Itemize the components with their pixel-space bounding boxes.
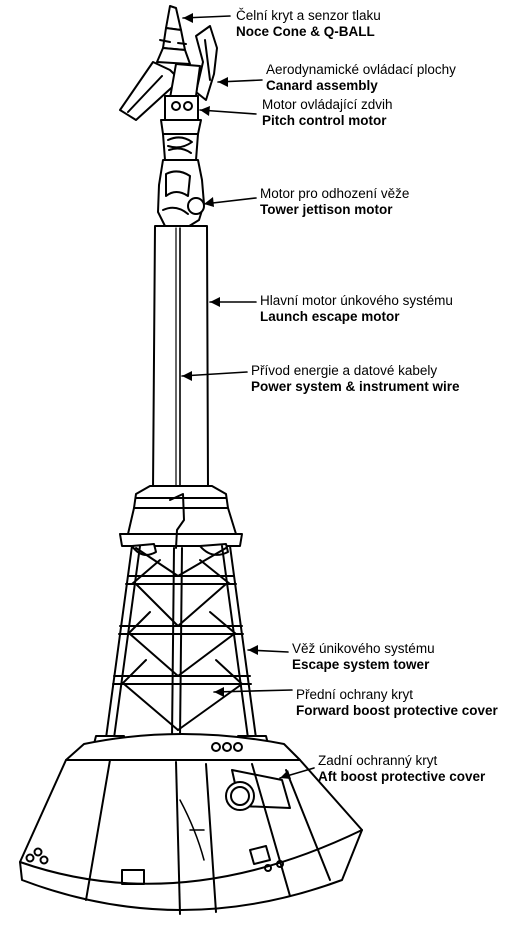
label-aft-cover-en: Aft boost protective cover bbox=[318, 769, 486, 784]
label-launch-escape-motor-cz: Hlavní motor únkového systému bbox=[260, 293, 453, 308]
label-jettison-motor: Motor pro odhození věže Tower jettison m… bbox=[260, 186, 409, 218]
label-jettison-motor-en: Tower jettison motor bbox=[260, 202, 393, 217]
arrowheads bbox=[182, 13, 291, 779]
label-nose-cone-cz: Čelní kryt a senzor tlaku bbox=[236, 8, 381, 23]
label-canard-cz: Aerodynamické ovládací plochy bbox=[266, 62, 456, 77]
launch-escape-motor bbox=[152, 225, 209, 501]
aft-boost-protective-cover bbox=[19, 759, 363, 915]
label-nose-cone-en: Noce Cone & Q-BALL bbox=[236, 24, 375, 39]
pitch-control-motor bbox=[160, 95, 202, 161]
forward-boost-protective-cover bbox=[65, 733, 301, 761]
label-pitch-motor: Motor ovládající zdvih Pitch control mot… bbox=[262, 97, 393, 129]
label-jettison-motor-cz: Motor pro odhození věže bbox=[260, 186, 410, 201]
label-forward-cover-en: Forward boost protective cover bbox=[296, 703, 498, 718]
label-canard-en: Canard assembly bbox=[266, 78, 378, 93]
label-canard: Aerodynamické ovládací plochy Canard ass… bbox=[266, 62, 456, 94]
label-aft-cover-cz: Zadní ochranný kryt bbox=[318, 753, 438, 768]
label-aft-cover: Zadní ochranný kryt Aft boost protective… bbox=[318, 753, 485, 785]
label-launch-escape-motor: Hlavní motor únkového systému Launch esc… bbox=[260, 293, 453, 325]
label-power-wire: Přívod energie a datové kabely Power sys… bbox=[251, 363, 460, 395]
label-power-wire-en: Power system & instrument wire bbox=[251, 379, 460, 394]
label-escape-tower-en: Escape system tower bbox=[292, 657, 430, 672]
motor-skirt bbox=[119, 485, 243, 556]
label-pitch-motor-cz: Motor ovládající zdvih bbox=[262, 97, 393, 112]
nose-cone-qball bbox=[156, 5, 191, 65]
label-launch-escape-motor-en: Launch escape motor bbox=[260, 309, 400, 324]
tower-jettison-motor bbox=[157, 159, 205, 229]
label-escape-tower: Věž únikového systému Escape system towe… bbox=[292, 641, 435, 673]
canard-assembly bbox=[119, 25, 218, 121]
leader-forward-cover bbox=[213, 689, 293, 693]
label-pitch-motor-en: Pitch control motor bbox=[262, 113, 387, 128]
label-escape-tower-cz: Věž únikového systému bbox=[292, 641, 435, 656]
label-nose-cone: Čelní kryt a senzor tlaku Noce Cone & Q-… bbox=[236, 8, 381, 40]
label-forward-cover: Přední ochrany kryt Forward boost protec… bbox=[296, 687, 498, 719]
leader-power-wire bbox=[181, 371, 248, 377]
label-power-wire-cz: Přívod energie a datové kabely bbox=[251, 363, 438, 378]
escape-system-tower bbox=[93, 545, 269, 745]
label-forward-cover-cz: Přední ochrany kryt bbox=[296, 687, 414, 702]
